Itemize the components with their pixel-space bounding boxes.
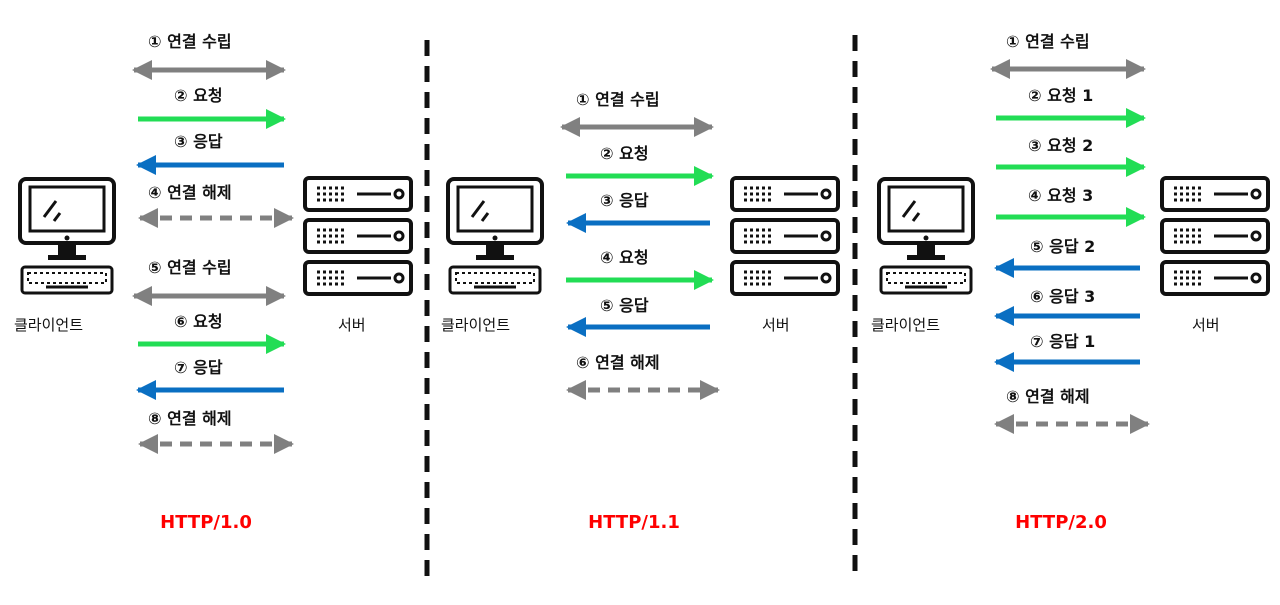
step-label: ② 요청 1 — [1028, 86, 1093, 105]
client-label: 클라이언트 — [14, 316, 83, 334]
step-label: ⑤ 응답 2 — [1030, 237, 1095, 256]
server-icon — [303, 176, 413, 296]
step-label: ③ 응답 — [174, 132, 223, 151]
step-label: ② 요청 — [174, 86, 223, 105]
step-label: ⑦ 응답 1 — [1030, 332, 1095, 351]
step-label: ⑤ 연결 수립 — [148, 258, 232, 277]
client-label: 클라이언트 — [871, 316, 940, 334]
client-computer-icon — [446, 177, 544, 295]
step-label: ④ 요청 — [600, 248, 649, 267]
step-label: ③ 요청 2 — [1028, 136, 1093, 155]
server-label: 서버 — [338, 316, 366, 334]
server-label: 서버 — [762, 316, 790, 334]
step-label: ① 연결 수립 — [148, 32, 232, 51]
server-icon — [1160, 176, 1270, 296]
step-label: ① 연결 수립 — [576, 90, 660, 109]
step-label: ⑦ 응답 — [174, 358, 223, 377]
server-label: 서버 — [1192, 316, 1220, 334]
client-computer-icon — [18, 177, 116, 295]
panel-http-1-0: 클라이언트 서버 ① 연결 수립 ② 요청 ③ 응답 — [14, 32, 413, 533]
step-label: ⑤ 응답 — [600, 296, 649, 315]
client-computer-icon — [877, 177, 975, 295]
panel-http-1-1: 클라이언트 서버 ① 연결 수립 ② 요청 ③ 응답 — [441, 90, 840, 533]
version-label: HTTP/1.0 — [160, 512, 252, 533]
step-label: ⑧ 연결 해제 — [148, 409, 232, 428]
version-label: HTTP/2.0 — [1015, 512, 1107, 533]
version-label: HTTP/1.1 — [588, 512, 680, 533]
client-label: 클라이언트 — [441, 316, 510, 334]
panel-http-2-0: 클라이언트 서버 ① 연결 수립 ② 요청 1 ③ 요청 2 — [871, 32, 1270, 533]
step-label: ⑥ 연결 해제 — [576, 353, 660, 372]
step-label: ② 요청 — [600, 144, 649, 163]
step-label: ⑥ 응답 3 — [1030, 287, 1095, 306]
server-icon — [730, 176, 840, 296]
step-label: ④ 요청 3 — [1028, 186, 1093, 205]
step-label: ⑧ 연결 해제 — [1006, 387, 1090, 406]
step-label: ⑥ 요청 — [174, 312, 223, 331]
step-label: ④ 연결 해제 — [148, 183, 232, 202]
step-label: ① 연결 수립 — [1006, 32, 1090, 51]
step-label: ③ 응답 — [600, 191, 649, 210]
